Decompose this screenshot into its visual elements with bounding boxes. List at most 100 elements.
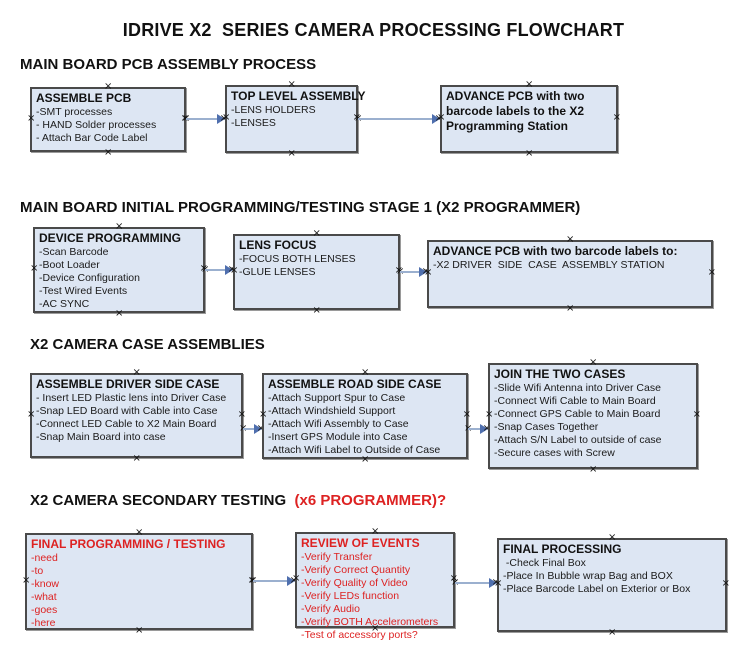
box-title: ASSEMBLE ROAD SIDE CASE: [268, 377, 442, 391]
flow-box-final-processing[interactable]: FINAL PROCESSING -Check Final Box -Place…: [497, 538, 727, 632]
flow-box-final-programming-testing[interactable]: FINAL PROGRAMMING / TESTING -need -to -k…: [25, 533, 253, 630]
box-title: ADVANCE PCB with two barcode labels to:: [433, 244, 678, 258]
page-title: IDRIVE X2 SERIES CAMERA PROCESSING FLOWC…: [122, 20, 625, 40]
arrow-line: [400, 271, 421, 273]
connection-handle-icon: [722, 580, 730, 588]
connection-handle-icon: [288, 150, 296, 158]
section-heading-pcb-assembly: MAIN BOARD PCB ASSEMBLY PROCESS: [20, 56, 317, 73]
flow-arrow[interactable]: [186, 114, 225, 124]
connection-handle-icon: [238, 411, 246, 419]
process-step: -Attach Wifi Assembly to Case: [268, 418, 409, 430]
connection-handle-icon: [22, 577, 30, 585]
process-step: -Snap LED Board with Cable into Case: [36, 405, 218, 417]
process-step: -Connect LED Cable to X2 Main Board: [36, 418, 217, 430]
connection-handle-icon: [589, 466, 597, 474]
connection-handle-icon: [361, 369, 369, 377]
arrow-line: [468, 428, 482, 430]
process-step: -Verify Audio: [301, 603, 360, 615]
process-step: -Connect GPS Cable to Main Board: [494, 408, 661, 420]
flow-arrow[interactable]: [400, 267, 427, 277]
process-step: -Verify Quality of Video: [301, 577, 408, 589]
box-title: ASSEMBLE PCB: [36, 91, 132, 105]
process-step: -Device Configuration: [39, 272, 140, 284]
process-step: -Attach Wifi Label to Outside of Case: [268, 444, 441, 456]
flow-box-advance-pcb-programming-station[interactable]: ADVANCE PCB with two barcode labels to t…: [440, 85, 618, 153]
box-title: FINAL PROGRAMMING / TESTING: [31, 537, 226, 551]
process-step: -GLUE LENSES: [239, 266, 316, 278]
process-step: -goes: [31, 604, 58, 616]
box-title: ADVANCE PCB with two barcode labels to t…: [446, 89, 585, 133]
box-title: LENS FOCUS: [239, 238, 317, 252]
flow-box-assemble-driver-side-case[interactable]: ASSEMBLE DRIVER SIDE CASE - Insert LED P…: [30, 373, 243, 458]
process-step: -LENSES: [231, 117, 276, 129]
flow-arrow[interactable]: [358, 114, 440, 124]
process-step: -Scan Barcode: [39, 246, 109, 258]
connection-handle-icon: [230, 267, 238, 275]
process-step: -Boot Loader: [39, 259, 100, 271]
connection-handle-icon: [288, 81, 296, 89]
connection-handle-icon: [361, 456, 369, 464]
connection-handle-icon: [104, 83, 112, 91]
arrow-line: [358, 118, 434, 120]
connection-handle-icon: [525, 81, 533, 89]
flow-box-review-of-events[interactable]: REVIEW OF EVENTS -Verify Transfer -Verif…: [295, 532, 455, 641]
flow-arrow[interactable]: [455, 578, 497, 588]
process-step: -X2 DRIVER SIDE CASE ASSEMBLY STATION: [433, 259, 665, 271]
process-step: - HAND Solder processes: [36, 119, 157, 131]
connection-handle-icon: [463, 411, 471, 419]
connection-handle-icon: [589, 359, 597, 367]
process-step: - Attach Bar Code Label: [36, 132, 148, 144]
connection-handle-icon: [133, 455, 141, 463]
arrow-line: [455, 582, 491, 584]
process-step: -Attach S/N Label to outside of case: [494, 434, 662, 446]
connection-handle-icon: [313, 230, 321, 238]
box-title: DEVICE PROGRAMMING: [39, 231, 182, 245]
connection-handle-icon: [259, 411, 267, 419]
connection-handle-icon: [693, 411, 701, 419]
flow-box-assemble-pcb[interactable]: ASSEMBLE PCB -SMT processes - HAND Solde…: [30, 87, 186, 152]
connection-handle-icon: [437, 114, 445, 122]
section-heading-initial-programming: MAIN BOARD INITIAL PROGRAMMING/TESTING S…: [20, 199, 581, 216]
flow-box-advance-pcb-driver-side-station[interactable]: ADVANCE PCB with two barcode labels to: …: [427, 240, 713, 308]
process-step: -Insert GPS Module into Case: [268, 431, 408, 443]
connection-handle-icon: [424, 269, 432, 277]
flow-box-lens-focus[interactable]: LENS FOCUS -FOCUS BOTH LENSES -GLUE LENS…: [233, 234, 400, 310]
process-step: -Snap Cases Together: [494, 421, 599, 433]
connection-handle-icon: [371, 528, 379, 536]
box-title: JOIN THE TWO CASES: [494, 367, 626, 381]
flow-arrow[interactable]: [253, 576, 295, 586]
connection-handle-icon: [222, 114, 230, 122]
process-step: -know: [31, 578, 60, 590]
connection-handle-icon: [566, 305, 574, 313]
process-step: -need: [31, 552, 58, 564]
arrow-line: [186, 118, 219, 120]
flow-box-assemble-road-side-case[interactable]: ASSEMBLE ROAD SIDE CASE -Attach Support …: [262, 373, 468, 459]
process-step: -Connect Wifi Cable to Main Board: [494, 395, 656, 407]
connection-handle-icon: [485, 411, 493, 419]
connection-handle-icon: [115, 223, 123, 231]
connection-handle-icon: [104, 149, 112, 157]
heading-black-part: X2 CAMERA SECONDARY TESTING: [30, 492, 291, 509]
flow-arrow[interactable]: [205, 265, 233, 275]
flow-arrow[interactable]: [243, 424, 262, 434]
process-step: -what: [31, 591, 57, 603]
box-title: FINAL PROCESSING: [503, 542, 622, 556]
process-step: -Attach Support Spur to Case: [268, 392, 406, 404]
process-step: -to: [31, 565, 44, 577]
process-step: -Verify Transfer: [301, 551, 373, 563]
connection-handle-icon: [371, 625, 379, 633]
process-step: -Test Wired Events: [39, 285, 128, 297]
flow-box-top-level-assembly[interactable]: TOP LEVEL ASSEMBLY -LENS HOLDERS -LENSES: [222, 85, 365, 153]
process-step: -LENS HOLDERS: [231, 104, 316, 116]
connection-handle-icon: [494, 580, 502, 588]
connection-handle-icon: [135, 529, 143, 537]
connection-handle-icon: [613, 114, 621, 122]
process-step: -AC SYNC: [39, 298, 90, 310]
connection-handle-icon: [608, 534, 616, 542]
process-step: -FOCUS BOTH LENSES: [239, 253, 356, 265]
box-title: REVIEW OF EVENTS: [301, 536, 420, 550]
flow-box-device-programming[interactable]: DEVICE PROGRAMMING -Scan Barcode -Boot L…: [33, 227, 205, 313]
flow-arrow[interactable]: [468, 424, 488, 434]
flow-box-join-the-two-cases[interactable]: JOIN THE TWO CASES -Slide Wifi Antenna i…: [488, 363, 698, 469]
